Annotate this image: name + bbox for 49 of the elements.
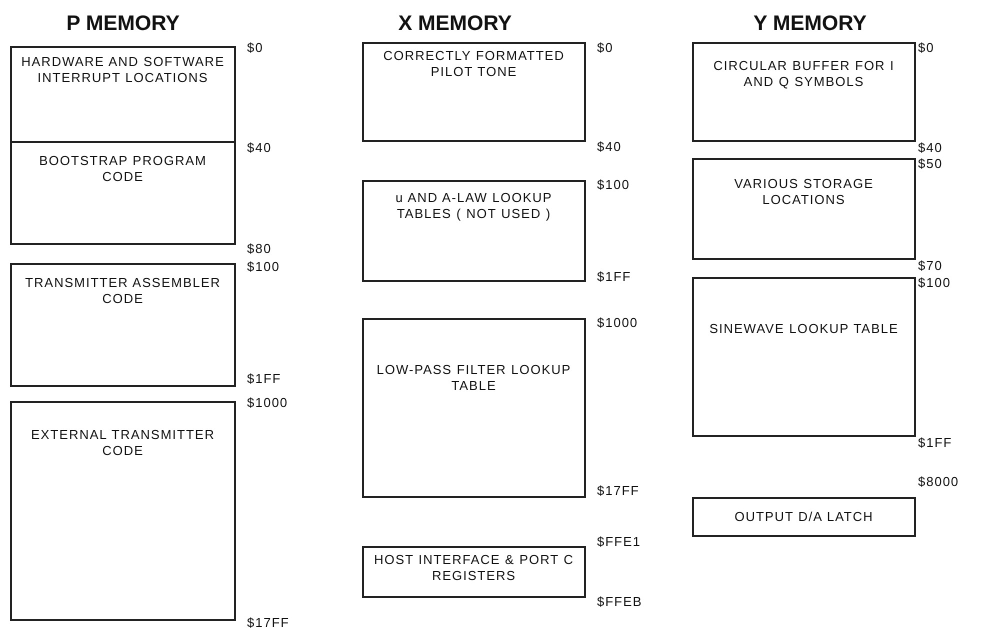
column-heading: Y MEMORY (753, 12, 867, 36)
block-label: u AND A-LAW LOOKUP TABLES ( NOT USED ) (394, 190, 554, 222)
address-label: $1FF (918, 435, 952, 450)
address-label: $1000 (597, 315, 638, 330)
block-label: HARDWARE AND SOFTWARE INTERRUPT LOCATIONS (20, 54, 226, 86)
address-label: $80 (247, 241, 272, 256)
memory-block (692, 497, 916, 537)
address-label: $50 (918, 156, 943, 171)
column-heading: X MEMORY (398, 12, 512, 36)
block-label: SINEWAVE LOOKUP TABLE (708, 321, 900, 337)
block-label: BOOTSTRAP PROGRAM CODE (38, 153, 208, 185)
address-label: $100 (918, 275, 951, 290)
memory-block (10, 46, 236, 143)
address-label: $40 (247, 140, 272, 155)
address-label: $0 (597, 40, 614, 55)
block-label: OUTPUT D/A LATCH (733, 509, 875, 525)
block-label: LOW-PASS FILTER LOOKUP TABLE (376, 362, 572, 394)
block-label: VARIOUS STORAGE LOCATIONS (733, 176, 875, 208)
address-label: $70 (918, 258, 943, 273)
memory-block (10, 141, 236, 245)
address-label: $8000 (918, 474, 960, 489)
block-label: HOST INTERFACE & PORT C REGISTERS (373, 552, 575, 584)
address-label: $0 (918, 40, 934, 55)
address-label: $0 (247, 40, 264, 55)
address-label: $100 (247, 259, 280, 274)
memory-block (362, 318, 586, 498)
block-label: EXTERNAL TRANSMITTER CODE (30, 427, 216, 459)
address-label: $1FF (247, 371, 282, 386)
memory-block (692, 158, 916, 260)
block-label: CORRECTLY FORMATTED PILOT TONE (382, 48, 566, 80)
block-label: TRANSMITTER ASSEMBLER CODE (24, 275, 222, 307)
address-label: $17FF (597, 483, 640, 498)
address-label: $40 (918, 140, 943, 155)
address-label: $1FF (597, 269, 632, 284)
address-label: $17FF (247, 615, 290, 630)
memory-block (10, 401, 236, 621)
address-label: $FFEB (597, 594, 642, 609)
memory-block (362, 546, 586, 598)
memory-block (362, 42, 586, 142)
memory-block (692, 42, 916, 142)
address-label: $FFE1 (597, 534, 642, 549)
memory-block (692, 277, 916, 437)
address-label: $1000 (247, 395, 288, 410)
address-label: $40 (597, 139, 622, 154)
memory-block (10, 263, 236, 387)
column-heading: P MEMORY (66, 12, 180, 36)
memory-block (362, 180, 586, 282)
address-label: $100 (597, 177, 630, 192)
block-label: CIRCULAR BUFFER FOR I AND Q SYMBOLS (712, 58, 896, 90)
